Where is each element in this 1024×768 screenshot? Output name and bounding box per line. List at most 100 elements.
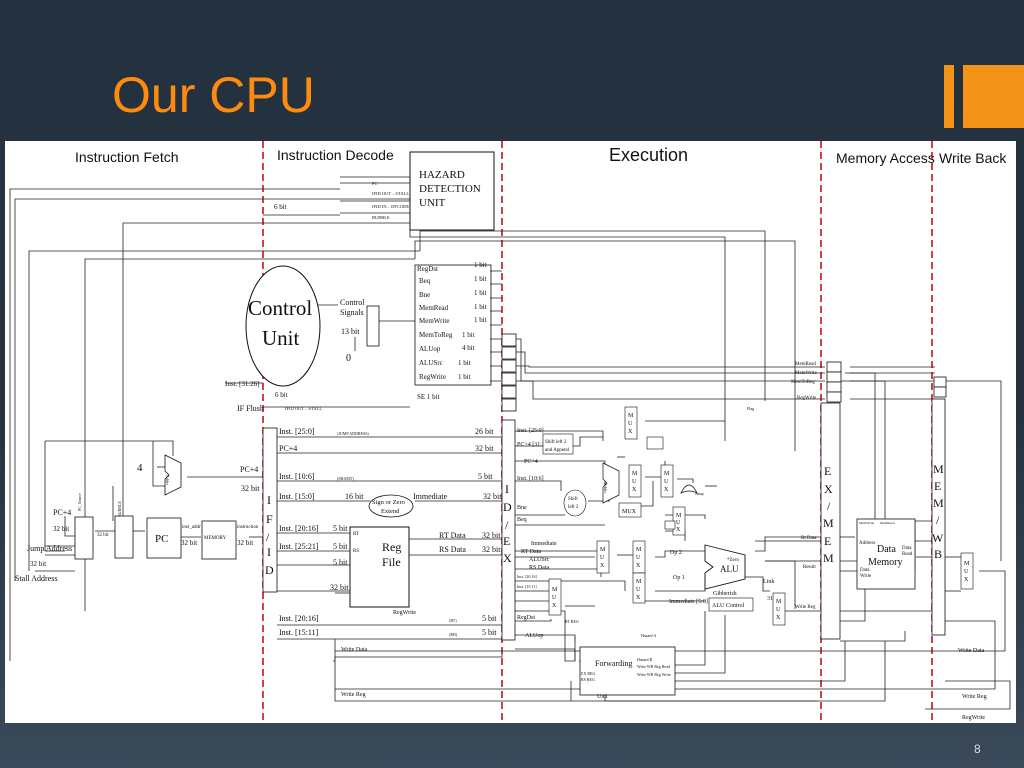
idex-label: Immediate xyxy=(531,541,557,547)
hazard-detection-unit xyxy=(409,151,495,231)
forwarding-hazard-b: Hazard B xyxy=(637,657,653,662)
data-memory-address: Address xyxy=(859,541,875,546)
forwarding-unit-label: Unit xyxy=(597,694,608,700)
control-inst-label: Inst. [31:26] xyxy=(225,380,260,388)
control-mux-zero: 0 xyxy=(346,353,351,364)
mux-letter: U xyxy=(636,587,641,593)
ifid-field-label: Inst. [25:0] xyxy=(279,427,315,436)
data-memory xyxy=(856,518,916,590)
ex-mem-inputs: MemRead MemWrite MemToReg RegWrite xyxy=(791,362,818,401)
ctrl-sig-bits: 1 bit xyxy=(458,359,471,367)
reg-rs-data: RS Data xyxy=(439,545,466,554)
mux-letter: M xyxy=(552,587,558,593)
alu-zero-label: *Zero xyxy=(727,558,739,563)
bubble-label: BUBBLE xyxy=(117,501,122,517)
ifid-field-label: Inst. [15:11] xyxy=(279,628,319,637)
hazard-signal-decode: IFID IN – DFCODE xyxy=(372,204,409,209)
register-file-line-1: Reg xyxy=(382,540,401,554)
reg-write-reg-label: Write Reg xyxy=(341,692,366,698)
bubble-mux xyxy=(114,515,134,559)
alu-immediate-label: Immediate [5:0] xyxy=(669,599,708,605)
mux-letter: U xyxy=(676,520,681,526)
ctrl-sig-name: ALUSrc xyxy=(419,359,443,367)
if-id-letter: D xyxy=(265,563,274,577)
shift-append-line-1: Shift left 2 xyxy=(545,440,567,445)
ctrl-sig-bits: 1 bit xyxy=(458,373,471,381)
data-memory-top-2: MemRead xyxy=(880,521,895,525)
mux-letter: X xyxy=(964,577,969,583)
id-ex-labels: Inst. [25:0] PC+4 [31:28] PC+4 Inst. [10… xyxy=(517,428,579,639)
ctrl-sig-name: Bne xyxy=(419,291,430,299)
link-label: Link xyxy=(763,579,774,585)
ctrl-sig-bits: 1 bit xyxy=(462,331,475,339)
mux-letter: M xyxy=(628,413,634,419)
pc-source-mux xyxy=(74,516,94,560)
mux-letter: U xyxy=(600,555,605,561)
accent-bar-thin xyxy=(944,65,954,128)
ctrl-sig-name: MemRead xyxy=(419,304,449,312)
ifid-field-label: Inst. [20:16] xyxy=(279,524,319,533)
mux-letter: U xyxy=(636,555,641,561)
data-memory-write-1: Data xyxy=(860,568,870,573)
alu-control-unit xyxy=(708,597,754,612)
exmem-input: RegWrite xyxy=(797,396,817,401)
reg-write-signal: RegWrite xyxy=(393,610,416,616)
exmem-result: Result xyxy=(803,565,816,570)
forwarding-sig-2: Write WB Reg Write xyxy=(637,672,671,677)
fetch-width-3: 32 bit xyxy=(97,533,109,538)
flag-label: Flag xyxy=(747,406,754,411)
mux-letter: X xyxy=(676,527,681,533)
control-signal-box xyxy=(414,264,492,386)
control-unit xyxy=(245,265,321,387)
mux-letter: X xyxy=(636,595,641,601)
link-bits: 31 xyxy=(767,596,773,602)
ctrl-sig-bits: 1 bit xyxy=(474,261,487,269)
mux-letter: M xyxy=(664,471,670,477)
mem-wb-letter: M xyxy=(933,462,944,476)
reg-write-data-label: Write Data xyxy=(341,647,368,653)
ex-mem-letter: X xyxy=(824,482,833,496)
mux-letter: U xyxy=(776,607,781,613)
idex-label: Inst. [25:0] xyxy=(517,428,544,434)
forwarding-hazard-a: Hazard A xyxy=(641,633,656,638)
id-ex-letter: E xyxy=(503,534,510,548)
idex-label: Beq xyxy=(517,517,527,523)
reg-rt-port: RT xyxy=(353,532,359,537)
if-flush-width: 6 bit xyxy=(275,391,288,399)
ifid-field-tag: (SHAMT) xyxy=(337,476,354,481)
if-id-letter: / xyxy=(266,530,270,544)
mem-wb-letter: M xyxy=(933,496,944,510)
ex-mem-letter: M xyxy=(823,551,834,565)
control-signal-latches xyxy=(501,333,947,412)
reg-rs-port: RS xyxy=(353,549,359,554)
mux-letter: U xyxy=(628,421,633,427)
mux-letter: X xyxy=(632,487,637,493)
idex-label: PC+4 [31:28] xyxy=(517,442,550,448)
datapath-wires xyxy=(9,176,1011,710)
forwarding-ex-reg: EX REG xyxy=(581,671,595,676)
hazard-signal-pc: PC xyxy=(372,181,378,186)
stage-label-writeback: Write Back xyxy=(939,150,1007,166)
control-signals-label-1: Control xyxy=(340,298,365,307)
fetch-width-5: 32 bit xyxy=(237,539,253,547)
data-memory-top-1: MemWrite xyxy=(859,521,875,525)
hazard-signal-bubble: BUBBLE xyxy=(372,215,390,220)
forwarding-rs-reg: RS REG xyxy=(581,677,595,682)
mux-letter: U xyxy=(552,595,557,601)
slide-title: Our CPU xyxy=(112,67,315,123)
mux-letter: U xyxy=(964,569,969,575)
mux-letters: M U X M U X M U X M U X M U X M U X M U … xyxy=(552,413,970,621)
pc-register xyxy=(146,517,182,559)
reg-wr-bits: 5 bit xyxy=(333,558,348,567)
data-memory-read-1: Data xyxy=(902,546,912,551)
ifid-field-bits: 26 bit xyxy=(475,427,494,436)
pc-adder xyxy=(164,454,182,496)
data-memory-write-2: Write xyxy=(860,574,872,579)
id-ex-letter: D xyxy=(503,500,512,514)
control-signal-list: RegDst 1 bit Beq 1 bit Bne 1 bit MemRead… xyxy=(417,261,487,381)
adder-const-4: 4 xyxy=(137,462,143,474)
ifid-field-label: Inst. [15:0] xyxy=(279,492,315,501)
hazard-line-1: HAZARD xyxy=(419,169,465,181)
sign-extend-line-2: Extend xyxy=(381,508,400,515)
mem-wb-letter: B xyxy=(934,547,942,561)
